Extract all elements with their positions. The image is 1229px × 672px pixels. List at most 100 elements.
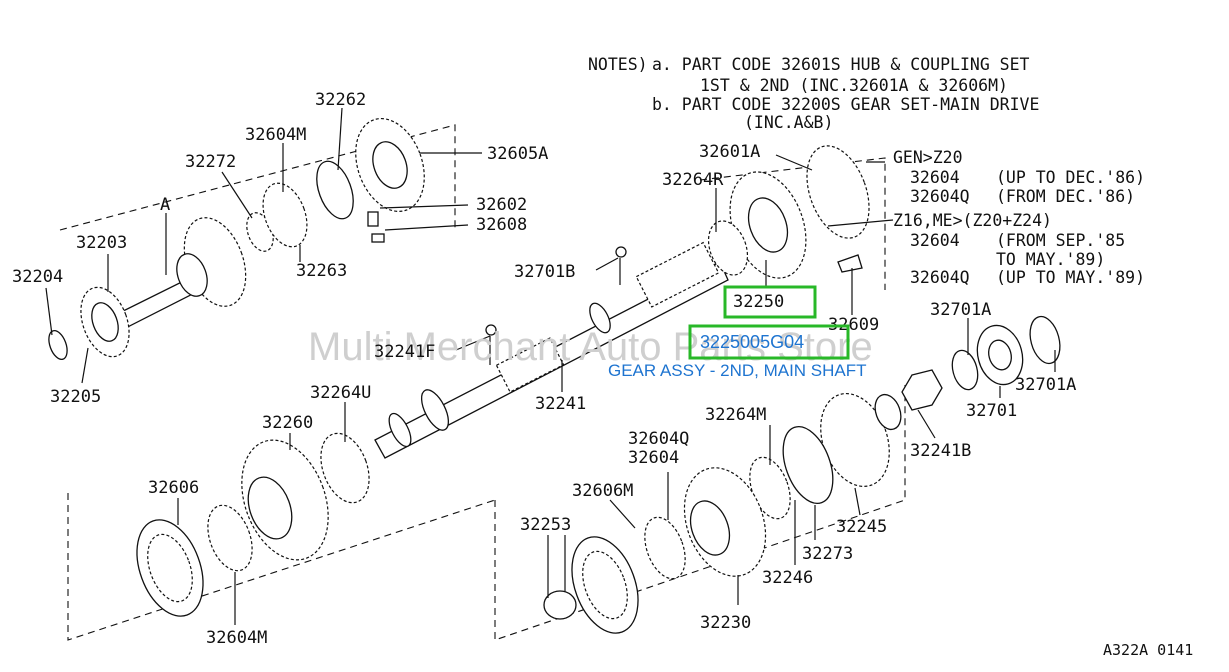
label-32604Q[interactable]: 32604Q bbox=[628, 429, 689, 449]
label-32253[interactable]: 32253 bbox=[520, 515, 571, 535]
notes-line-a2: 1ST & 2ND (INC.32601A & 32606M) bbox=[700, 76, 1008, 95]
label-32701B[interactable]: 32701B bbox=[514, 262, 575, 282]
label-32264M[interactable]: 32264M bbox=[705, 405, 766, 425]
gear-32601A bbox=[806, 145, 870, 239]
bearing-32264R bbox=[707, 220, 749, 276]
label-32605A[interactable]: 32605A bbox=[487, 144, 548, 164]
label-32204[interactable]: 32204 bbox=[12, 267, 63, 287]
leader-32608 bbox=[384, 224, 469, 231]
label-32272[interactable]: 32272 bbox=[185, 152, 236, 172]
label-32273[interactable]: 32273 bbox=[802, 544, 853, 564]
variant-z16-2-note: (UP TO MAY.'89) bbox=[996, 268, 1145, 287]
watermark: Multi Merchant Auto Parts Store bbox=[308, 325, 873, 369]
label-32604M-bottom[interactable]: 32604M bbox=[206, 628, 267, 648]
notes-line-b2: (INC.A&B) bbox=[744, 113, 833, 132]
gear-32250-bore bbox=[747, 197, 789, 253]
label-32260[interactable]: 32260 bbox=[262, 413, 313, 433]
ball-32701B bbox=[615, 246, 627, 258]
leader-32241B bbox=[917, 409, 936, 439]
spring-32602 bbox=[367, 211, 379, 227]
gear-32230-bore bbox=[689, 500, 731, 556]
leader-32241F bbox=[455, 335, 491, 351]
label-32245[interactable]: 32245 bbox=[836, 517, 887, 537]
variant-z16-1-note: (FROM SEP.'85 bbox=[996, 231, 1125, 250]
label-32606[interactable]: 32606 bbox=[148, 478, 199, 498]
variant-z16-2-code: 32604Q bbox=[910, 268, 970, 287]
label-32263[interactable]: 32263 bbox=[296, 261, 347, 281]
washer-32241B bbox=[874, 393, 902, 431]
snap-ring-32701A-top bbox=[951, 349, 979, 391]
label-32609[interactable]: 32609 bbox=[828, 315, 879, 335]
hub-inner-32605A bbox=[372, 141, 408, 189]
variants-block: GEN>Z20 32604 (UP TO DEC.'86) 32604Q (FR… bbox=[893, 148, 1145, 287]
ball-32241F bbox=[485, 324, 497, 336]
variant-gen-1-note: (UP TO DEC.'86) bbox=[996, 168, 1145, 187]
highlight-box-32250 bbox=[723, 285, 817, 319]
highlight-part-number[interactable]: 3225005G04 bbox=[700, 332, 804, 352]
nut-32701-bore bbox=[988, 339, 1012, 371]
snap-ring-32701A-right bbox=[1029, 315, 1061, 365]
shaft-collar-1 bbox=[589, 302, 611, 334]
leader-32205 bbox=[81, 347, 89, 384]
label-32264U[interactable]: 32264U bbox=[310, 383, 371, 403]
figure-code: A322A 0141 bbox=[1103, 641, 1193, 659]
leader-32262 bbox=[337, 107, 343, 171]
label-32230[interactable]: 32230 bbox=[700, 613, 751, 633]
highlight-box-part-number bbox=[688, 324, 850, 360]
baulk-ring-32604M-bottom bbox=[207, 504, 253, 572]
label-32608[interactable]: 32608 bbox=[476, 215, 527, 235]
frame-top-left bbox=[59, 124, 456, 231]
label-32262[interactable]: 32262 bbox=[315, 90, 366, 110]
label-32264R[interactable]: 32264R bbox=[662, 170, 724, 190]
leader-32602 bbox=[379, 204, 469, 209]
insert-spring-32262 bbox=[316, 160, 354, 220]
label-32241B[interactable]: 32241B bbox=[910, 441, 971, 461]
input-shaft-assembly bbox=[48, 117, 425, 361]
notes-block: NOTES) a. PART CODE 32601S HUB & COUPLIN… bbox=[588, 55, 1039, 132]
leader-32272 bbox=[221, 171, 253, 219]
snap-ring-32204 bbox=[48, 329, 68, 361]
main-shaft-spline-mid bbox=[495, 337, 565, 393]
label-32604M-top[interactable]: 32604M bbox=[245, 125, 306, 145]
label-32246[interactable]: 32246 bbox=[762, 568, 813, 588]
label-32601A[interactable]: 32601A bbox=[699, 142, 760, 162]
input-shaft-collar bbox=[176, 253, 208, 297]
label-32701A-right[interactable]: 32701A bbox=[1015, 375, 1076, 395]
leader-z16 bbox=[827, 219, 894, 227]
clip-32609 bbox=[837, 254, 863, 273]
baulk-ring-32604M-top bbox=[262, 182, 308, 248]
variant-z16: Z16,ME>(Z20+Z24) bbox=[893, 211, 1052, 230]
variant-gen-2-code: 32604Q bbox=[910, 187, 970, 206]
label-32604[interactable]: 32604 bbox=[628, 448, 679, 468]
gear-32260-bore bbox=[247, 476, 293, 540]
label-A: A bbox=[160, 195, 170, 215]
spacer-32253 bbox=[543, 590, 577, 620]
label-32701A-top[interactable]: 32701A bbox=[930, 300, 991, 320]
sleeve-inner-32606M bbox=[582, 550, 628, 620]
leader-lines bbox=[45, 107, 1056, 625]
label-32205[interactable]: 32205 bbox=[50, 387, 101, 407]
insert-32608 bbox=[371, 233, 385, 243]
mid-shaft-gears bbox=[707, 145, 870, 279]
label-32241[interactable]: 32241 bbox=[535, 394, 586, 414]
label-32250[interactable]: 32250 bbox=[733, 292, 784, 312]
label-32241F[interactable]: 32241F bbox=[374, 342, 435, 362]
frame-bottom-left bbox=[67, 493, 496, 641]
notes-line-a: a. PART CODE 32601S HUB & COUPLING SET bbox=[652, 55, 1030, 74]
label-32602[interactable]: 32602 bbox=[476, 195, 527, 215]
shaft-collar-3 bbox=[388, 412, 412, 448]
bearing-32264U bbox=[320, 432, 370, 504]
main-shaft-spline-front bbox=[635, 241, 720, 308]
variant-gen-2-note: (FROM DEC.'86) bbox=[996, 187, 1135, 206]
shaft-collar-2 bbox=[420, 389, 450, 431]
notes-heading: NOTES) bbox=[588, 55, 648, 74]
leader-32204 bbox=[45, 287, 53, 336]
label-32606M[interactable]: 32606M bbox=[572, 481, 633, 501]
main-shaft bbox=[374, 241, 729, 459]
leader-32245 bbox=[854, 487, 861, 516]
label-32203[interactable]: 32203 bbox=[76, 233, 127, 253]
leader-32606M bbox=[609, 499, 636, 529]
label-32701[interactable]: 32701 bbox=[966, 401, 1017, 421]
notes-line-b: b. PART CODE 32200S GEAR SET-MAIN DRIVE bbox=[652, 95, 1039, 114]
